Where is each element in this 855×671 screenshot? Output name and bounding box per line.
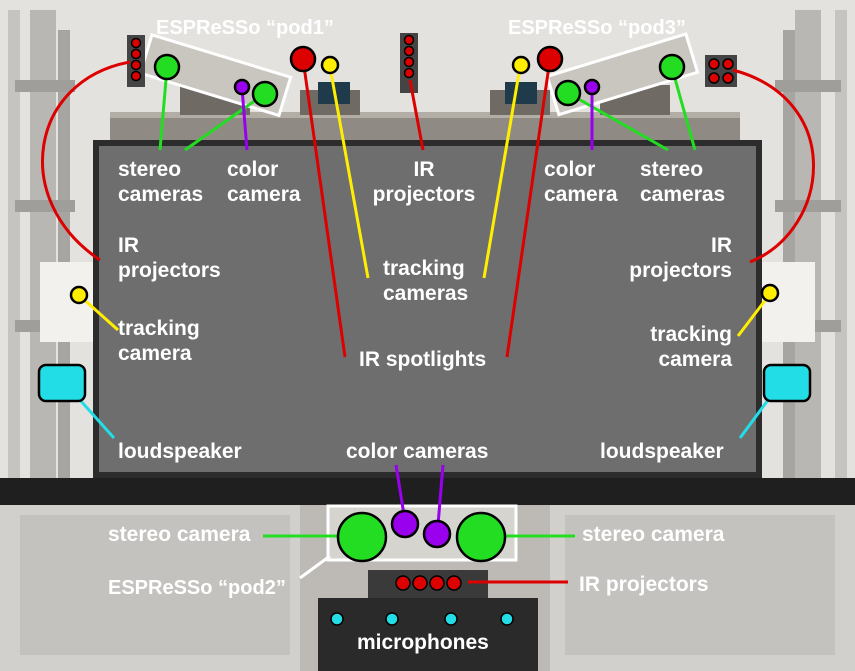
leader-pod2 xyxy=(299,554,331,580)
leader-color-camera-left xyxy=(240,87,249,151)
label-microphones: microphones xyxy=(357,631,489,654)
leader-stereo-right-a xyxy=(567,91,669,152)
top-mount-bar-highlight xyxy=(110,112,740,118)
label-stereo-cameras-right: stereo cameras xyxy=(640,158,726,206)
stereo-camera-pod2-a-marker xyxy=(336,511,388,563)
ir-led-left-3 xyxy=(130,59,142,71)
black-table-cloth xyxy=(0,478,855,510)
leader-tracking-camera-left-center xyxy=(328,66,370,279)
pod3-title: ESPReSSo “pod3” xyxy=(508,17,686,39)
label-stereo-cameras-left: stereo cameras xyxy=(118,158,204,206)
ir-led-center-3 xyxy=(403,56,415,68)
stereo-camera-pod1-b-marker xyxy=(251,80,279,108)
left-frame-bracket-2 xyxy=(15,200,75,212)
leader-loudspeaker-left xyxy=(78,398,116,440)
pod3-box xyxy=(545,32,700,117)
label-color-camera-right: color camera xyxy=(544,158,618,206)
lower-desk-left-panel xyxy=(20,515,290,655)
ir-led-right-1 xyxy=(708,58,720,70)
ir-led-center-4 xyxy=(403,67,415,79)
label-loudspeaker-left: loudspeaker xyxy=(118,440,242,463)
color-camera-pod2-b-marker xyxy=(422,519,452,549)
ir-led-left-1 xyxy=(130,37,142,49)
leader-lines xyxy=(41,58,815,584)
pod2-title: ESPReSSo “pod2” xyxy=(108,577,286,599)
label-ir-projectors-left: IR projectors xyxy=(118,234,221,282)
stereo-camera-pod2-b-marker xyxy=(455,511,507,563)
label-ir-spotlights: IR spotlights xyxy=(359,348,487,371)
leader-ir-projectors-left xyxy=(41,60,131,262)
leader-ir-projectors-top xyxy=(408,79,425,151)
leader-loudspeaker-right xyxy=(738,399,770,439)
tracking-camera-right-marker xyxy=(760,283,780,303)
label-tracking-cameras-center: tracking cameras xyxy=(383,257,469,305)
stereo-camera-pod1-a-marker xyxy=(153,53,181,81)
ir-spotlight-left-marker xyxy=(289,45,317,73)
ir-led-right-2 xyxy=(722,58,734,70)
ir-led-center-1 xyxy=(403,34,415,46)
ir-projector-mount xyxy=(368,570,488,598)
ir-led-left-4 xyxy=(130,70,142,82)
ir-led-right-3 xyxy=(708,72,720,84)
leader-ir-spotlight-left xyxy=(301,58,347,358)
leader-tracking-camera-left xyxy=(78,294,120,332)
right-frame-bracket-1 xyxy=(775,80,841,92)
label-ir-projectors-top: IR projectors xyxy=(372,158,476,206)
label-color-camera-left: color camera xyxy=(227,158,301,206)
pod1-title: ESPReSSo “pod1” xyxy=(156,17,334,39)
ir-projector-bottom-1 xyxy=(395,575,411,591)
color-camera-pod2-a-marker xyxy=(390,509,420,539)
color-camera-pod3-marker xyxy=(583,78,601,96)
microphone-4-marker xyxy=(500,612,514,626)
label-tracking-camera-right: tracking camera xyxy=(650,323,732,371)
label-loudspeaker-right: loudspeaker xyxy=(600,440,724,463)
leader-color-camera-bottom-b xyxy=(436,464,445,526)
leader-ir-projectors-right xyxy=(732,68,815,264)
label-ir-projectors-bottom: IR projectors xyxy=(579,573,709,596)
lower-desk-right-panel xyxy=(565,515,835,655)
label-color-cameras-bottom: color cameras xyxy=(346,440,489,463)
label-stereo-camera-bottom-left: stereo camera xyxy=(108,523,251,546)
left-tracking-mount-card xyxy=(40,262,100,342)
leader-tracking-camera-right-center xyxy=(482,66,522,279)
leader-stereo-left-a xyxy=(158,67,169,151)
ir-emitter-cluster-right xyxy=(705,55,737,87)
display-screen xyxy=(99,146,756,472)
leader-stereo-left-b xyxy=(184,93,264,152)
left-frame-rail-outer xyxy=(8,10,20,480)
leader-color-camera-bottom-a xyxy=(394,464,406,516)
microphone-2-marker xyxy=(385,612,399,626)
stereo-camera-pod3-a-marker xyxy=(554,79,582,107)
right-frame-bracket-2 xyxy=(775,200,841,212)
leader-ir-spotlight-right xyxy=(505,58,552,358)
ir-projector-bottom-4 xyxy=(446,575,462,591)
tracking-camera-pod1-marker xyxy=(320,55,340,75)
leader-stereo-right-b xyxy=(670,67,697,151)
stereo-camera-pod3-b-marker xyxy=(658,53,686,81)
right-frame-rail-outer xyxy=(835,10,847,480)
tracking-camera-pod3-marker xyxy=(511,55,531,75)
ir-projector-bottom-3 xyxy=(429,575,445,591)
tracking-camera-mount-right xyxy=(505,82,537,104)
color-camera-pod1-marker xyxy=(233,78,251,96)
tracking-camera-left-marker xyxy=(69,285,89,305)
ir-led-left-2 xyxy=(130,48,142,60)
leader-tracking-camera-right xyxy=(736,293,772,337)
microphone-1-marker xyxy=(330,612,344,626)
ir-led-center-2 xyxy=(403,45,415,57)
ir-projector-bottom-2 xyxy=(412,575,428,591)
ir-spotlight-right-marker xyxy=(536,45,564,73)
microphone-3-marker xyxy=(444,612,458,626)
label-ir-projectors-right: IR projectors xyxy=(629,234,732,282)
loudspeaker-right-marker xyxy=(762,363,812,403)
ir-led-right-4 xyxy=(722,72,734,84)
label-tracking-camera-left: tracking camera xyxy=(118,317,200,365)
label-stereo-camera-bottom-right: stereo camera xyxy=(582,523,725,546)
loudspeaker-left-marker xyxy=(37,363,87,403)
left-frame-bracket-1 xyxy=(15,80,75,92)
microphone-array-housing xyxy=(318,598,538,671)
